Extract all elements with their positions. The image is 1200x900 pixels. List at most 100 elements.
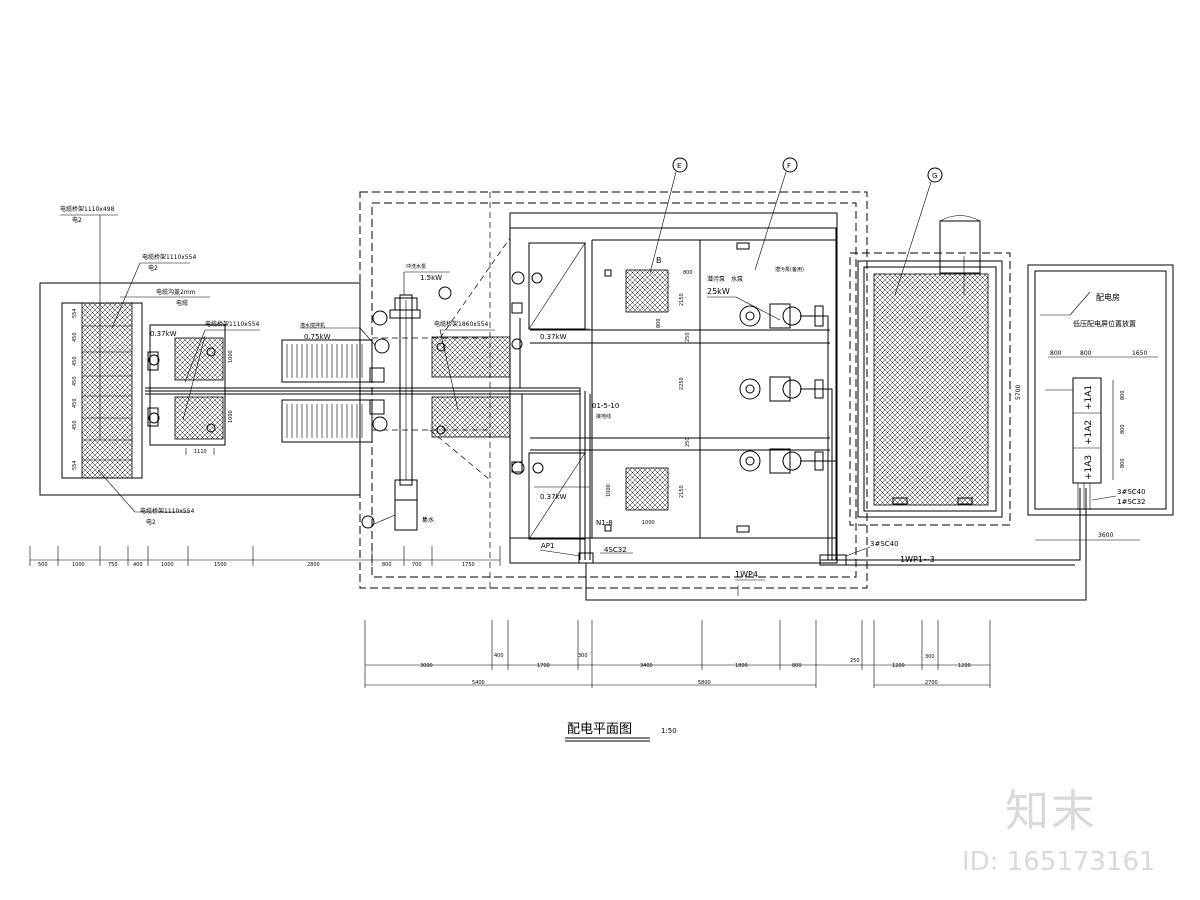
svg-text:1110: 1110	[194, 449, 207, 455]
cable-tray-left	[81, 302, 133, 479]
svg-text:电2: 电2	[146, 518, 156, 526]
title-scale: 1:50	[661, 727, 677, 735]
svg-text:电2: 电2	[148, 264, 158, 272]
svg-text:5700: 5700	[1015, 385, 1022, 400]
svg-text:1000: 1000	[642, 520, 655, 526]
left-tank-area: 电缆桥架1110x498 电2 电缆桥架1110x554 电2 电缆沟盖2mm …	[39, 205, 390, 526]
svg-text:400: 400	[494, 653, 504, 659]
svg-text:电缆: 电缆	[176, 299, 188, 307]
svg-text:450: 450	[72, 398, 78, 408]
svg-text:潜水搅拌机: 潜水搅拌机	[300, 322, 325, 329]
svg-text:500: 500	[38, 562, 48, 568]
panel-1a2: +1A2	[1084, 420, 1094, 445]
svg-text:700: 700	[412, 562, 422, 568]
svg-text:低压配电屏位置放置: 低压配电屏位置放置	[1073, 319, 1136, 328]
svg-text:450: 450	[72, 376, 78, 386]
label-tray-mid-left: 电缆桥架1110x554	[142, 253, 196, 261]
svg-text:潜污泵: 潜污泵	[707, 275, 725, 283]
svg-text:1700: 1700	[537, 663, 550, 669]
svg-text:800: 800	[656, 318, 662, 328]
svg-text:接地线: 接地线	[596, 413, 611, 420]
svg-text:水泵: 水泵	[731, 275, 743, 283]
svg-text:3#SC40: 3#SC40	[870, 540, 899, 548]
motor-top-power: 1.5kW	[420, 274, 442, 282]
svg-text:800: 800	[1120, 424, 1126, 434]
ap1-label: AP1	[541, 542, 554, 550]
svg-text:1000: 1000	[228, 350, 234, 363]
svg-text:2150: 2150	[679, 293, 685, 306]
svg-text:3600: 3600	[1098, 532, 1113, 539]
circuit-n1-8: N1-8	[596, 519, 613, 527]
callout-e: E	[677, 162, 681, 170]
svg-text:电缆桥架1860x554: 电缆桥架1860x554	[434, 320, 488, 328]
svg-text:800: 800	[382, 562, 392, 568]
pump-station-structure: B 800 2150 2250 2150 250 250 1000 1000 8…	[359, 191, 868, 589]
svg-text:800: 800	[1050, 350, 1062, 357]
circuit-labels: 01-5-10 接地线 N1-8 AP1 4SC32 3#SC40 1WP4 1…	[539, 402, 935, 596]
svg-text:450: 450	[72, 356, 78, 366]
svg-text:潜污泵(备用): 潜污泵(备用)	[775, 266, 804, 273]
watermark: 知末 ID: 165173161	[962, 786, 1156, 877]
svg-text:450: 450	[72, 420, 78, 430]
callout-f: F	[787, 162, 791, 170]
motor-left-power: 0.37kW	[150, 330, 177, 338]
svg-text:1#SC32: 1#SC32	[1117, 498, 1146, 506]
label-tray-bottom-left: 电缆桥架1110x554	[140, 507, 194, 515]
svg-text:1000: 1000	[228, 410, 234, 423]
svg-text:4SC32: 4SC32	[604, 546, 627, 554]
mixer-2	[281, 399, 373, 443]
svg-text:5400: 5400	[472, 680, 485, 686]
label-grating: 电缆沟盖2mm	[156, 288, 196, 296]
pump-pit-b	[625, 269, 669, 313]
pump-pit-c	[625, 467, 669, 511]
svg-text:集水: 集水	[422, 516, 434, 524]
svg-text:电缆桥架1110x554: 电缆桥架1110x554	[205, 320, 259, 328]
svg-text:300: 300	[578, 653, 588, 659]
svg-text:300: 300	[925, 654, 935, 660]
svg-text:2250: 2250	[679, 377, 685, 390]
svg-text:1200: 1200	[958, 663, 971, 669]
svg-text:1000: 1000	[72, 562, 85, 568]
svg-text:1500: 1500	[214, 562, 227, 568]
svg-text:3400: 3400	[640, 663, 653, 669]
electrical-room-title: 配电房	[1096, 292, 1120, 302]
svg-text:3000: 3000	[420, 663, 433, 669]
svg-text:800: 800	[1120, 390, 1126, 400]
panel-1a3: +1A3	[1084, 455, 1094, 480]
panel-1a1: +1A1	[1084, 385, 1094, 410]
callout-g: G	[932, 172, 937, 180]
tank-g	[849, 215, 1011, 526]
svg-text:冲洗水泵: 冲洗水泵	[406, 263, 426, 270]
motor-right-bot-power: 0.37kW	[540, 493, 567, 501]
svg-text:250: 250	[685, 332, 691, 342]
svg-text:800: 800	[683, 270, 693, 276]
motor-mid-power: 0.75kW	[304, 333, 331, 341]
svg-text:554: 554	[72, 460, 78, 470]
svg-text:1000: 1000	[161, 562, 174, 568]
label-tray-top-left: 电缆桥架1110x498	[60, 205, 114, 213]
svg-text:250: 250	[850, 658, 860, 664]
svg-text:750: 750	[108, 562, 118, 568]
svg-text:800: 800	[1080, 350, 1092, 357]
cable-routes	[145, 315, 1087, 601]
svg-text:5800: 5800	[698, 680, 711, 686]
mixer-1	[281, 339, 373, 383]
callouts: E F G	[649, 157, 943, 296]
drawing-title: 配电平面图 1:50	[565, 722, 677, 742]
electrical-room: 配电房 低压配电屏位置放置 800 800 1650 5700 +1A1 +1A…	[1015, 264, 1174, 541]
svg-text:2700: 2700	[925, 680, 938, 686]
svg-text:1750: 1750	[462, 562, 475, 568]
svg-text:1000: 1000	[606, 484, 612, 497]
svg-text:400: 400	[133, 562, 143, 568]
cable-wp4: 1WP4	[735, 570, 758, 579]
svg-text:电2: 电2	[72, 216, 82, 224]
svg-text:800: 800	[792, 663, 802, 669]
svg-text:2150: 2150	[679, 485, 685, 498]
switchgear-panels	[1072, 377, 1102, 484]
watermark-id: ID: 165173161	[962, 847, 1156, 877]
svg-text:3#SC40: 3#SC40	[1117, 488, 1146, 496]
svg-text:1800: 1800	[735, 663, 748, 669]
dimension-lines: 500 1000 750 400 1000 1500 2800 800 700 …	[29, 546, 991, 688]
watermark-logo: 知末	[1005, 786, 1097, 837]
